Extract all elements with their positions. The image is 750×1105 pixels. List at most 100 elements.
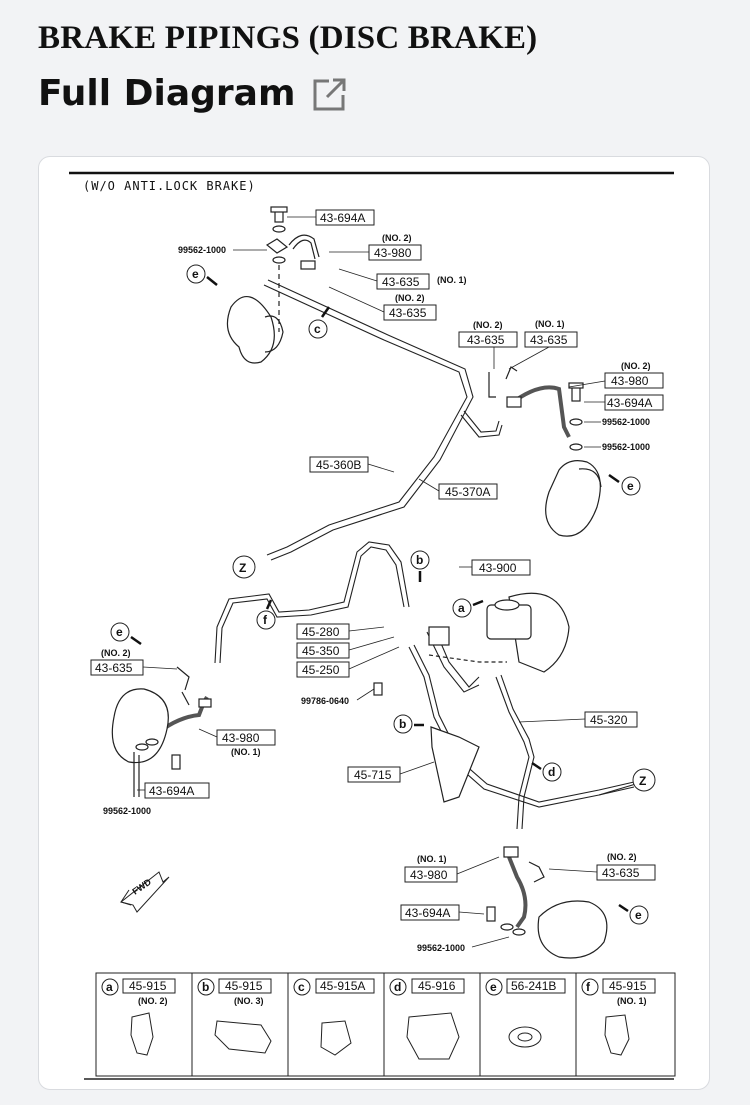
clip-legend-table (84, 972, 676, 1080)
svg-text:e: e (116, 625, 123, 639)
note-no1-c: (NO. 1) (231, 747, 261, 757)
svg-text:d: d (394, 980, 401, 994)
note-no1-d: (NO. 1) (417, 854, 447, 864)
bracket-45715 (430, 726, 480, 803)
svg-text:(NO. 3): (NO. 3) (234, 996, 264, 1006)
label-43694a-left: 43-694A (149, 784, 194, 798)
callout-f: f (256, 599, 276, 630)
svg-text:b: b (399, 717, 406, 731)
svg-text:f: f (586, 980, 591, 994)
svg-text:b: b (202, 980, 209, 994)
svg-text:f: f (263, 613, 268, 627)
label-99562-r1: 99562-1000 (602, 417, 650, 427)
legend-cell-f: f 45-915 (NO. 1) (581, 978, 656, 1056)
svg-text:e: e (627, 479, 634, 493)
external-link-icon[interactable] (313, 76, 348, 111)
label-43694a-right: 43-694A (607, 396, 652, 410)
svg-text:Z: Z (639, 774, 646, 788)
svg-text:45-915: 45-915 (609, 979, 647, 993)
rear-right-brake-assembly (486, 846, 608, 959)
note-no2-c: (NO. 2) (473, 320, 503, 330)
callout-z-right: Z (632, 768, 656, 792)
callouts: e c e Z b a f (110, 264, 656, 925)
label-43694a-top: 43-694A (320, 211, 365, 225)
svg-text:a: a (106, 980, 113, 994)
legend-cell-b: b 45-915 (NO. 3) (197, 978, 272, 1054)
label-43694a-bottom: 43-694A (405, 906, 450, 920)
label-43635-r1: 43-635 (467, 333, 505, 347)
callout-e-top: e (186, 264, 218, 286)
rear-right-knuckle (537, 900, 608, 959)
label-45250: 45-250 (302, 663, 340, 677)
label-43635-no1-top: 43-635 (382, 275, 420, 289)
svg-text:a: a (458, 601, 465, 615)
master-cylinder-assembly (373, 592, 570, 803)
callout-e-left: e (110, 622, 142, 646)
brake-piping-diagram: (W/O ANTI.LOCK BRAKE) (69, 171, 676, 1080)
front-left-caliper-assembly (226, 206, 320, 364)
page-subtitle: Full Diagram (38, 73, 348, 114)
callout-c: c (308, 306, 331, 339)
svg-text:45-916: 45-916 (418, 979, 456, 993)
label-boxes (90, 209, 664, 921)
forward-arrow-icon: FWD (119, 871, 170, 913)
legend-cell-c: c 45-915A (293, 978, 375, 1056)
label-99562-top: 99562-1000 (178, 245, 226, 255)
svg-text:c: c (314, 322, 321, 336)
svg-text:c: c (298, 980, 305, 994)
bolt-valve (373, 682, 383, 696)
note-no1-b: (NO. 1) (535, 319, 565, 329)
callout-b-bottom: b (393, 714, 424, 734)
label-43635-bottom: 43-635 (602, 866, 640, 880)
note-no2-a: (NO. 2) (382, 233, 412, 243)
svg-text:d: d (548, 765, 555, 779)
callout-e-bottom: e (618, 903, 649, 925)
svg-text:e: e (635, 908, 642, 922)
note-no1-a: (NO. 1) (437, 275, 467, 285)
diagram-header: (W/O ANTI.LOCK BRAKE) (83, 179, 256, 193)
brake-pipes (214, 279, 640, 830)
front-left-knuckle (226, 296, 275, 364)
label-43635-no2-top: 43-635 (389, 306, 427, 320)
label-45370a: 45-370A (445, 485, 490, 499)
svg-text:e: e (192, 267, 199, 281)
svg-text:45-915A: 45-915A (320, 979, 365, 993)
page-title: BRAKE PIPINGS (DISC BRAKE) (38, 20, 538, 56)
callout-z-left: Z (232, 555, 256, 579)
rear-left-knuckle (111, 688, 169, 764)
legend-cell-e: e 56-241B (485, 978, 566, 1048)
svg-text:56-241B: 56-241B (511, 979, 556, 993)
label-43635-r2: 43-635 (530, 333, 568, 347)
subtitle-text: Full Diagram (38, 73, 296, 114)
label-43900: 43-900 (479, 561, 517, 575)
note-no2-d: (NO. 2) (621, 361, 651, 371)
svg-text:(NO. 1): (NO. 1) (617, 996, 647, 1006)
svg-text:(NO. 2): (NO. 2) (138, 996, 168, 1006)
proportioning-valve (428, 626, 450, 646)
label-45715: 45-715 (354, 768, 392, 782)
label-43635-left: 43-635 (95, 661, 133, 675)
front-right-caliper-assembly (488, 366, 602, 537)
label-45280: 45-280 (302, 625, 340, 639)
label-99562-bottom: 99562-1000 (417, 943, 465, 953)
rear-left-brake-assembly (111, 666, 212, 797)
callout-d: d (531, 761, 562, 782)
front-right-knuckle (545, 460, 601, 537)
label-43980-bottom: 43-980 (410, 868, 448, 882)
label-45350: 45-350 (302, 644, 340, 658)
svg-text:Z: Z (239, 561, 246, 575)
label-45320: 45-320 (590, 713, 628, 727)
label-99786: 99786-0640 (301, 696, 349, 706)
diagram-card: (W/O ANTI.LOCK BRAKE) (38, 156, 710, 1090)
label-99562-left: 99562-1000 (103, 806, 151, 816)
note-no2-e: (NO. 2) (101, 648, 131, 658)
legend-cell-d: d 45-916 (389, 978, 465, 1060)
label-43980-right: 43-980 (611, 374, 649, 388)
callout-a: a (452, 598, 484, 618)
svg-text:45-915: 45-915 (225, 979, 263, 993)
note-no2-f: (NO. 2) (607, 852, 637, 862)
label-45360b: 45-360B (316, 458, 361, 472)
callout-b-top: b (410, 550, 430, 582)
svg-text:e: e (490, 980, 497, 994)
label-99562-r2: 99562-1000 (602, 442, 650, 452)
